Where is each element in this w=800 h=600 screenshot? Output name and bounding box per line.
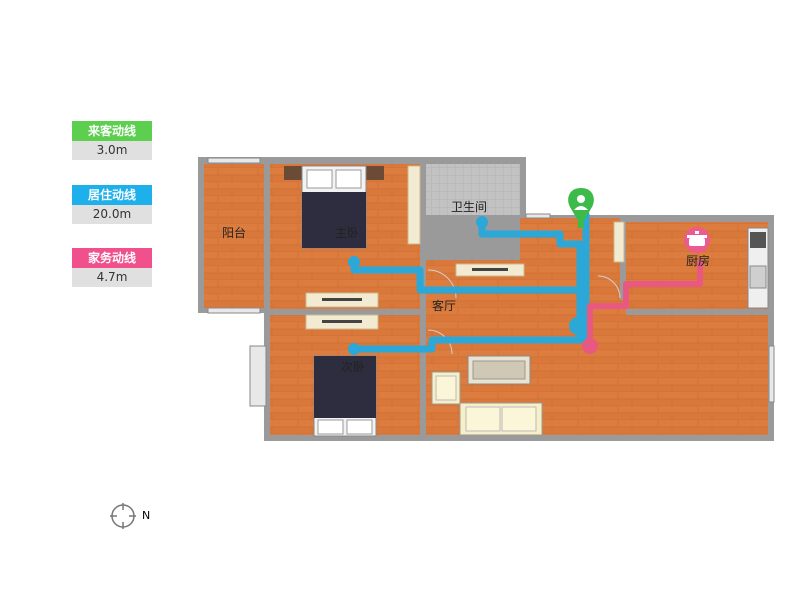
legend-guest-flow-value: 3.0m: [72, 141, 152, 160]
room-label-balcony: 阳台: [222, 225, 246, 240]
compass-label: N: [142, 509, 151, 522]
legend-living-flow: 居住动线 20.0m: [72, 185, 152, 224]
legend-guest-flow-label: 来客动线: [72, 121, 152, 141]
master-bed: [284, 165, 384, 249]
legend-living-flow-value: 20.0m: [72, 205, 152, 224]
legend-chores-flow: 家务动线 4.7m: [72, 248, 152, 287]
legend-living-flow-label: 居住动线: [72, 185, 152, 205]
room-label-second-bedroom: 次卧: [341, 360, 365, 374]
second-bed: [305, 314, 379, 437]
master-wardrobe: [305, 165, 421, 308]
room-label-living-room: 客厅: [432, 298, 456, 313]
guest-entry-pin-icon: [568, 188, 594, 228]
chores-flow-path: [587, 259, 703, 349]
room-label-bathroom: 卫生间: [451, 200, 487, 214]
kitchen-pot-icon: [684, 227, 710, 253]
room-label-kitchen: 厨房: [686, 253, 710, 268]
legend-guest-flow: 来客动线 3.0m: [72, 121, 152, 160]
kitchen-counter: [613, 221, 769, 309]
room-label-master-bedroom: 主卧: [335, 226, 359, 240]
balcony-floor: [204, 164, 266, 308]
compass-icon: [110, 503, 136, 529]
living-furniture: [431, 355, 543, 436]
legend-chores-flow-value: 4.7m: [72, 268, 152, 287]
windows: [207, 157, 775, 407]
legend-chores-flow-label: 家务动线: [72, 248, 152, 268]
flow-markers: [348, 216, 598, 355]
